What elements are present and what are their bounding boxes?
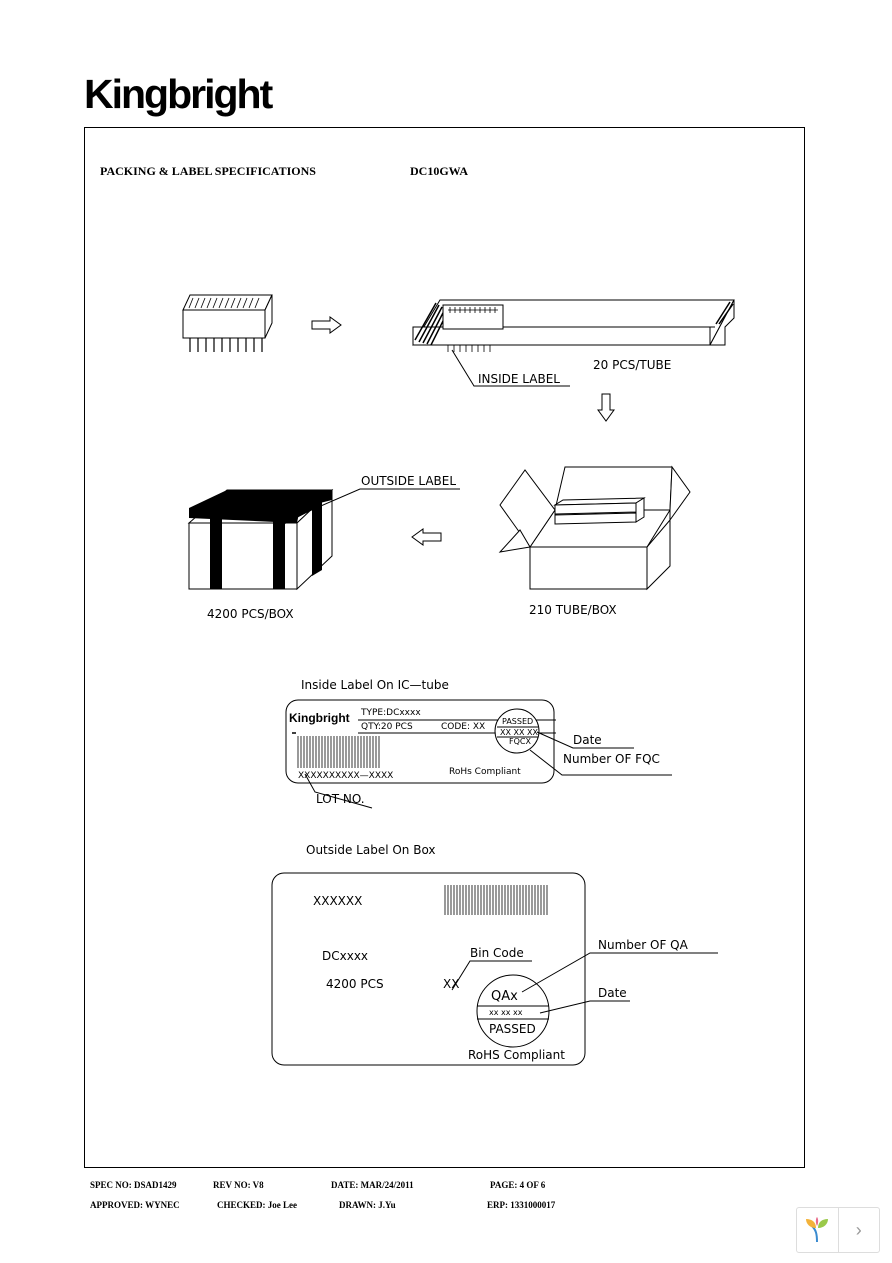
outside-label-bin: XX [443, 977, 460, 991]
outside-label-code: XXXXXX [313, 894, 363, 908]
pcs-per-tube: 20 PCS/TUBE [593, 358, 672, 372]
footer-spec-no: SPEC NO: DSAD1429 [90, 1180, 177, 1190]
arrow-right-icon [311, 316, 342, 334]
inside-label-passed: PASSED [502, 717, 534, 726]
section-title: PACKING & LABEL SPECIFICATIONS [100, 164, 316, 178]
inside-label-brand: Kingbright [289, 711, 350, 725]
footer-rev-no: REV NO: V8 [213, 1180, 264, 1190]
led-bargraph-component [182, 294, 273, 352]
inside-label-fqc-callout: Number OF FQC [563, 752, 660, 766]
pcs-per-box: 4200 PCS/BOX [207, 607, 294, 621]
inside-label-fqc: FQCX [509, 737, 531, 746]
inside-label-rohs: RoHs Compliant [449, 767, 521, 777]
outside-label-passed: PASSED [489, 1022, 536, 1036]
closed-box-drawing [187, 488, 460, 591]
inside-label-qty: QTY:20 PCS [361, 722, 413, 732]
outside-label-bin-callout: Bin Code [470, 946, 524, 960]
footer-drawn: DRAWN: J.Yu [339, 1200, 396, 1210]
tubes-per-box: 210 TUBE/BOX [529, 603, 617, 617]
outside-label-date-code: xx xx xx [489, 1008, 523, 1017]
inside-label-code: CODE: XX [441, 722, 486, 732]
page-frame [84, 127, 805, 1168]
footer-approved: APPROVED: WYNEC [90, 1200, 180, 1210]
outside-label-qa-callout: Number OF QA [598, 938, 688, 952]
inside-label-lot-code: XXXXXXXXXX—XXXX [298, 771, 394, 781]
arrow-down-icon [597, 393, 615, 422]
brand-logo: Kingbright [84, 71, 273, 117]
tube-drawing [412, 299, 735, 387]
inside-label-caption: INSIDE LABEL [478, 372, 560, 386]
inside-label-card [285, 699, 672, 809]
outside-label-date-callout: Date [598, 986, 627, 1000]
outside-label-rohs: RoHS Compliant [468, 1048, 565, 1062]
inside-label-type: TYPE:DCxxxx [361, 708, 421, 718]
outside-label-card [271, 872, 718, 1066]
outside-label-qty: 4200 PCS [326, 977, 384, 991]
viewer-nav: › [796, 1207, 880, 1253]
inside-label-date-callout: Date [573, 733, 602, 747]
part-number: DC10GWA [410, 164, 469, 178]
leaf-logo-icon[interactable] [797, 1208, 839, 1252]
outside-label-caption: OUTSIDE LABEL [361, 474, 457, 488]
footer-page: PAGE: 4 OF 6 [490, 1180, 546, 1190]
footer-date: DATE: MAR/24/2011 [331, 1180, 414, 1190]
chevron-right-icon[interactable]: › [855, 1219, 862, 1240]
inside-label-date-code: XX XX XX [500, 728, 538, 737]
outside-label-qa: QAx [491, 989, 518, 1004]
footer-erp: ERP: 1331000017 [487, 1200, 556, 1210]
footer-checked: CHECKED: Joe Lee [217, 1200, 297, 1210]
inside-label-lot-callout: LOT NO. [316, 792, 365, 806]
outside-label-part: DCxxxx [322, 949, 369, 963]
open-box-drawing [498, 465, 691, 591]
arrow-left-icon [411, 528, 442, 546]
inside-label-title: Inside Label On IC—tube [301, 678, 449, 692]
outside-label-title: Outside Label On Box [306, 843, 436, 857]
